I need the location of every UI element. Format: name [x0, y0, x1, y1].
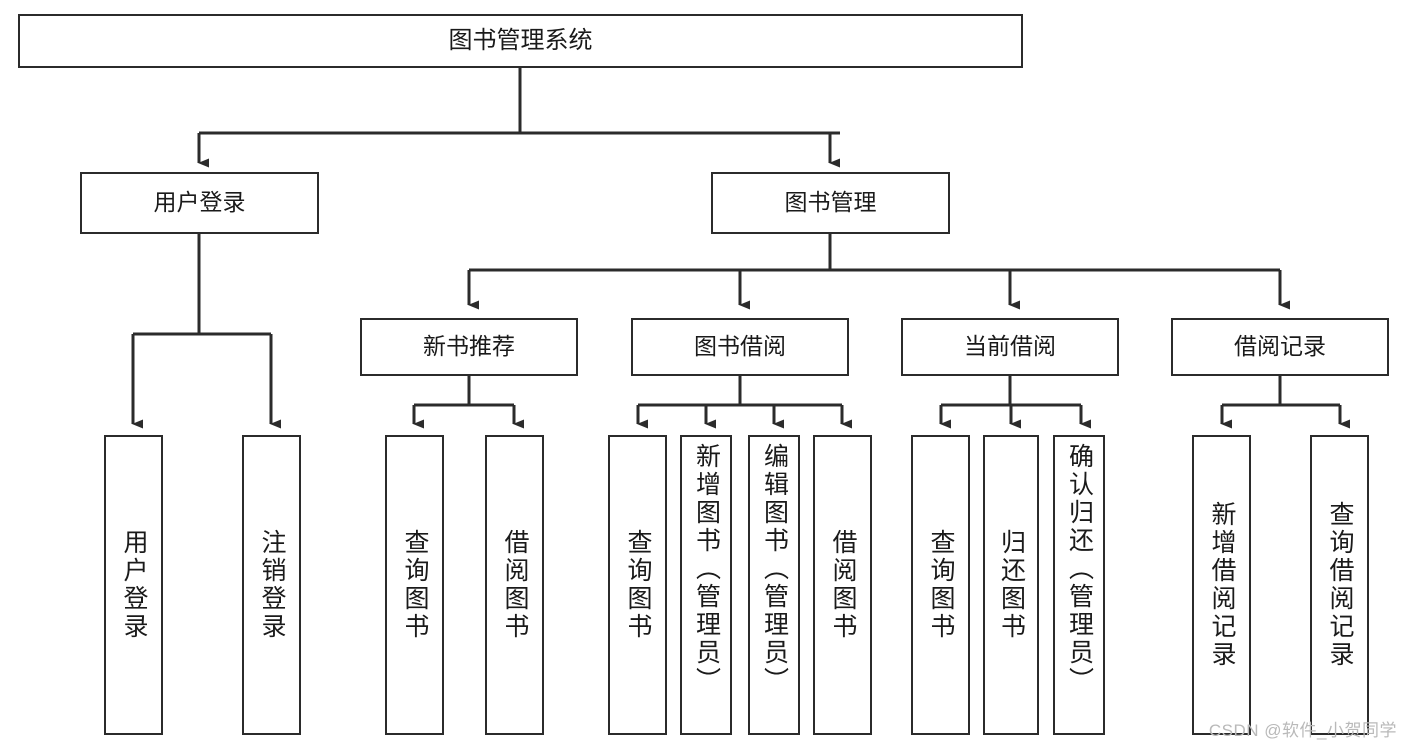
node-label: 查询图书: [927, 529, 955, 641]
node-leaf-add-book-admin[interactable]: 新增图书（管理员）: [680, 435, 732, 735]
node-label: 新增图书（管理员）: [692, 443, 721, 695]
node-leaf-user-login[interactable]: 用户登录: [104, 435, 163, 735]
node-label: 借阅图书: [829, 529, 857, 641]
node-leaf-borrow-books-recommend[interactable]: 借阅图书: [485, 435, 544, 735]
node-label: 新书推荐: [423, 333, 515, 360]
node-borrow-record[interactable]: 借阅记录: [1171, 318, 1389, 376]
node-label: 图书借阅: [694, 333, 786, 360]
node-leaf-logout[interactable]: 注销登录: [242, 435, 301, 735]
node-label: 用户登录: [120, 529, 148, 641]
node-leaf-add-borrow-record[interactable]: 新增借阅记录: [1192, 435, 1251, 735]
node-leaf-query-books-borrow[interactable]: 查询图书: [608, 435, 667, 735]
node-label: 注销登录: [258, 529, 286, 641]
node-leaf-confirm-return-admin[interactable]: 确认归还（管理员）: [1053, 435, 1105, 735]
node-label: 用户登录: [153, 189, 246, 216]
node-label: 归还图书: [997, 529, 1026, 641]
node-label: 查询图书: [401, 529, 429, 641]
node-leaf-return-books[interactable]: 归还图书: [983, 435, 1039, 735]
node-book-borrow[interactable]: 图书借阅: [631, 318, 849, 376]
node-label: 图书管理: [784, 189, 877, 216]
node-leaf-query-books-recommend[interactable]: 查询图书: [385, 435, 444, 735]
node-leaf-query-books-current[interactable]: 查询图书: [911, 435, 970, 735]
node-label: 当前借阅: [964, 333, 1056, 360]
node-leaf-query-borrow-record[interactable]: 查询借阅记录: [1310, 435, 1369, 735]
node-label: 确认归还（管理员）: [1065, 443, 1094, 695]
node-label: 借阅记录: [1234, 333, 1326, 360]
node-book-management[interactable]: 图书管理: [711, 172, 950, 234]
watermark-text: CSDN @软件_小贺同学: [1208, 721, 1397, 740]
node-label: 新增借阅记录: [1208, 501, 1236, 669]
node-label: 借阅图书: [501, 529, 529, 641]
node-new-book-recommend[interactable]: 新书推荐: [360, 318, 578, 376]
node-root-system[interactable]: 图书管理系统: [18, 14, 1023, 68]
node-user-login[interactable]: 用户登录: [80, 172, 319, 234]
node-label: 编辑图书（管理员）: [760, 443, 789, 695]
node-leaf-borrow-books[interactable]: 借阅图书: [813, 435, 872, 735]
node-label: 查询借阅记录: [1326, 501, 1354, 669]
node-label: 图书管理系统: [448, 26, 593, 54]
node-label: 查询图书: [624, 529, 652, 641]
node-current-borrow[interactable]: 当前借阅: [901, 318, 1119, 376]
node-leaf-edit-book-admin[interactable]: 编辑图书（管理员）: [748, 435, 800, 735]
